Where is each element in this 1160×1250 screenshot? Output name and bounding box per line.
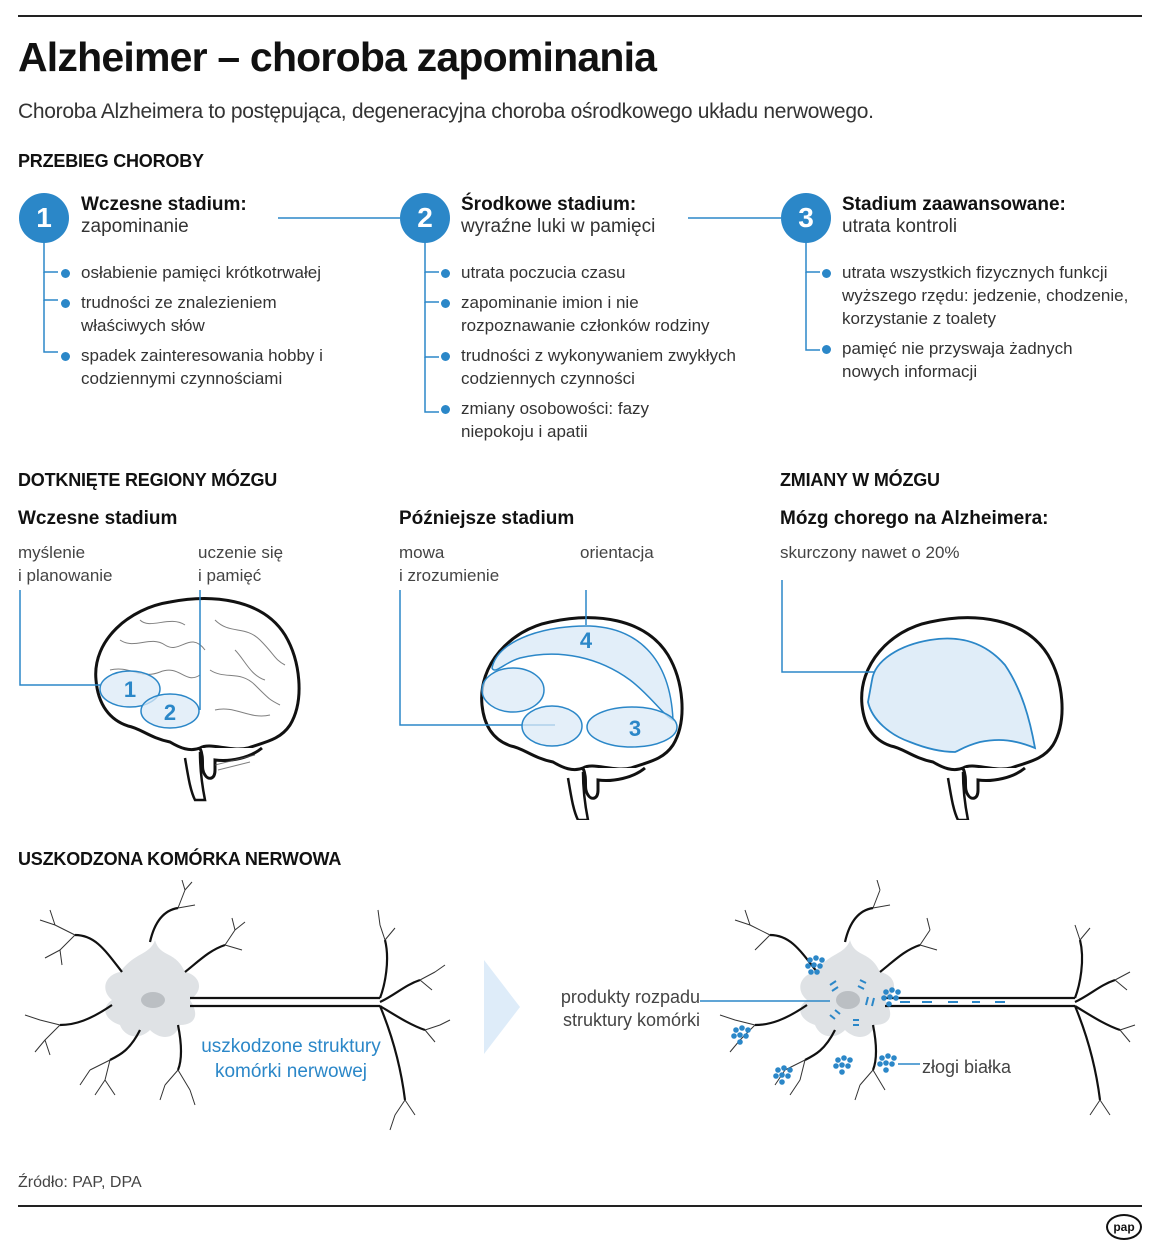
brain-later-illustration: 4 3 [399,590,684,820]
early-stage-subheading: Wczesne stadium [18,508,178,529]
label-damaged-structures: uszkodzone struktury komórki nerwowej [201,1036,381,1082]
changes-subheading: Mózg chorego na Alzheimera: [780,508,1049,529]
label-shrunk: skurczony nawet o 20% [780,543,960,562]
label-protein-plaques: złogi białka [922,1057,1012,1077]
stage-2-symptom-list: utrata poczucia czasu zapominanie imion … [441,261,761,450]
label-orientation: orientacja [580,543,654,562]
svg-text:3: 3 [629,716,641,741]
stage-1-subtitle: zapominanie [81,216,189,237]
later-stage-subheading: Późniejsze stadium [399,508,575,529]
symptom-item: spadek zainteresowania hobby i codzienny… [61,344,361,390]
symptom-item: zmiany osobowości: fazy niepokoju i apat… [441,397,691,443]
bullet-dot-icon [822,269,831,278]
symptom-item: trudności ze znalezieniem właściwych słó… [61,291,321,337]
stage-3-title: Stadium zaawansowane: [842,194,1066,215]
stage-1-title: Wczesne stadium: [81,194,247,215]
symptom-item: utrata wszystkich fizycznych funkcji wyż… [822,261,1137,330]
page-title: Alzheimer – choroba zapominania [18,34,657,80]
symptom-item: pamięć nie przyswaja żadnych nowych info… [822,337,1112,383]
stage-2-badge: 2 [400,193,450,243]
brain-early-illustration: 1 2 [19,590,301,802]
section-heading-regions: DOTKNIĘTE REGIONY MÓZGU [18,470,278,490]
stage-1-symptom-list: osłabienie pamięci krótkotrwałej trudnoś… [61,261,371,397]
stage-connector-lines [43,217,820,413]
bullet-dot-icon [441,269,450,278]
protein-plaque-icon [731,955,901,1085]
stage-3-badge: 3 [781,193,831,243]
bottom-rule [18,1205,1142,1207]
stage-2-header: Środkowe stadium: wyraźne luki w pamięci [461,194,655,238]
stage-3-symptom-list: utrata wszystkich fizycznych funkcji wyż… [822,261,1142,390]
symptom-item: osłabienie pamięci krótkotrwałej [61,261,371,284]
transition-arrow-icon [484,960,520,1054]
label-degradation-products: produkty rozpadu struktury komórki [560,987,700,1030]
symptom-item: zapominanie imion i nie rozpoznawanie cz… [441,291,756,337]
neuron-icon [24,880,451,1131]
brain-shrunk-illustration [781,580,1064,820]
bullet-dot-icon [61,299,70,308]
neuron-icon [700,880,1136,1116]
svg-text:4: 4 [580,628,593,653]
top-rule [18,15,1142,17]
bullet-dot-icon [441,352,450,361]
stage-1-header: Wczesne stadium: zapominanie [81,194,247,238]
pap-logo-icon: pap [1106,1214,1142,1240]
stage-2-title: Środkowe stadium: [461,194,637,215]
source-note: Źródło: PAP, DPA [18,1174,142,1191]
label-thinking-planning: myślenie i planowanie [18,543,113,585]
healthy-neuron-illustration [24,880,451,1131]
bullet-dot-icon [61,269,70,278]
svg-text:2: 2 [164,700,176,725]
bullet-dot-icon [441,405,450,414]
label-learning-memory: uczenie się i pamięć [198,543,284,585]
debris-marks [829,979,1005,1026]
bullet-dot-icon [441,299,450,308]
bullet-dot-icon [822,345,831,354]
bullet-dot-icon [61,352,70,361]
svg-text:1: 1 [124,677,136,702]
symptom-item: trudności z wykonywaniem zwykłych codzie… [441,344,756,390]
damaged-neuron-illustration [700,880,1136,1116]
stage-2-subtitle: wyraźne luki w pamięci [461,216,656,237]
section-heading-changes: ZMIANY W MÓZGU [780,470,940,490]
section-heading-progression: PRZEBIEG CHOROBY [18,151,204,171]
symptom-item: utrata poczucia czasu [441,261,761,284]
page-subtitle: Choroba Alzheimera to postępująca, degen… [18,100,874,123]
section-heading-neuron: USZKODZONA KOMÓRKA NERWOWA [18,849,342,869]
stage-1-badge: 1 [19,193,69,243]
stage-3-header: Stadium zaawansowane: utrata kontroli [842,194,1066,238]
label-speech-comprehension: mowa i zrozumienie [399,543,500,585]
stage-3-subtitle: utrata kontroli [842,216,958,237]
